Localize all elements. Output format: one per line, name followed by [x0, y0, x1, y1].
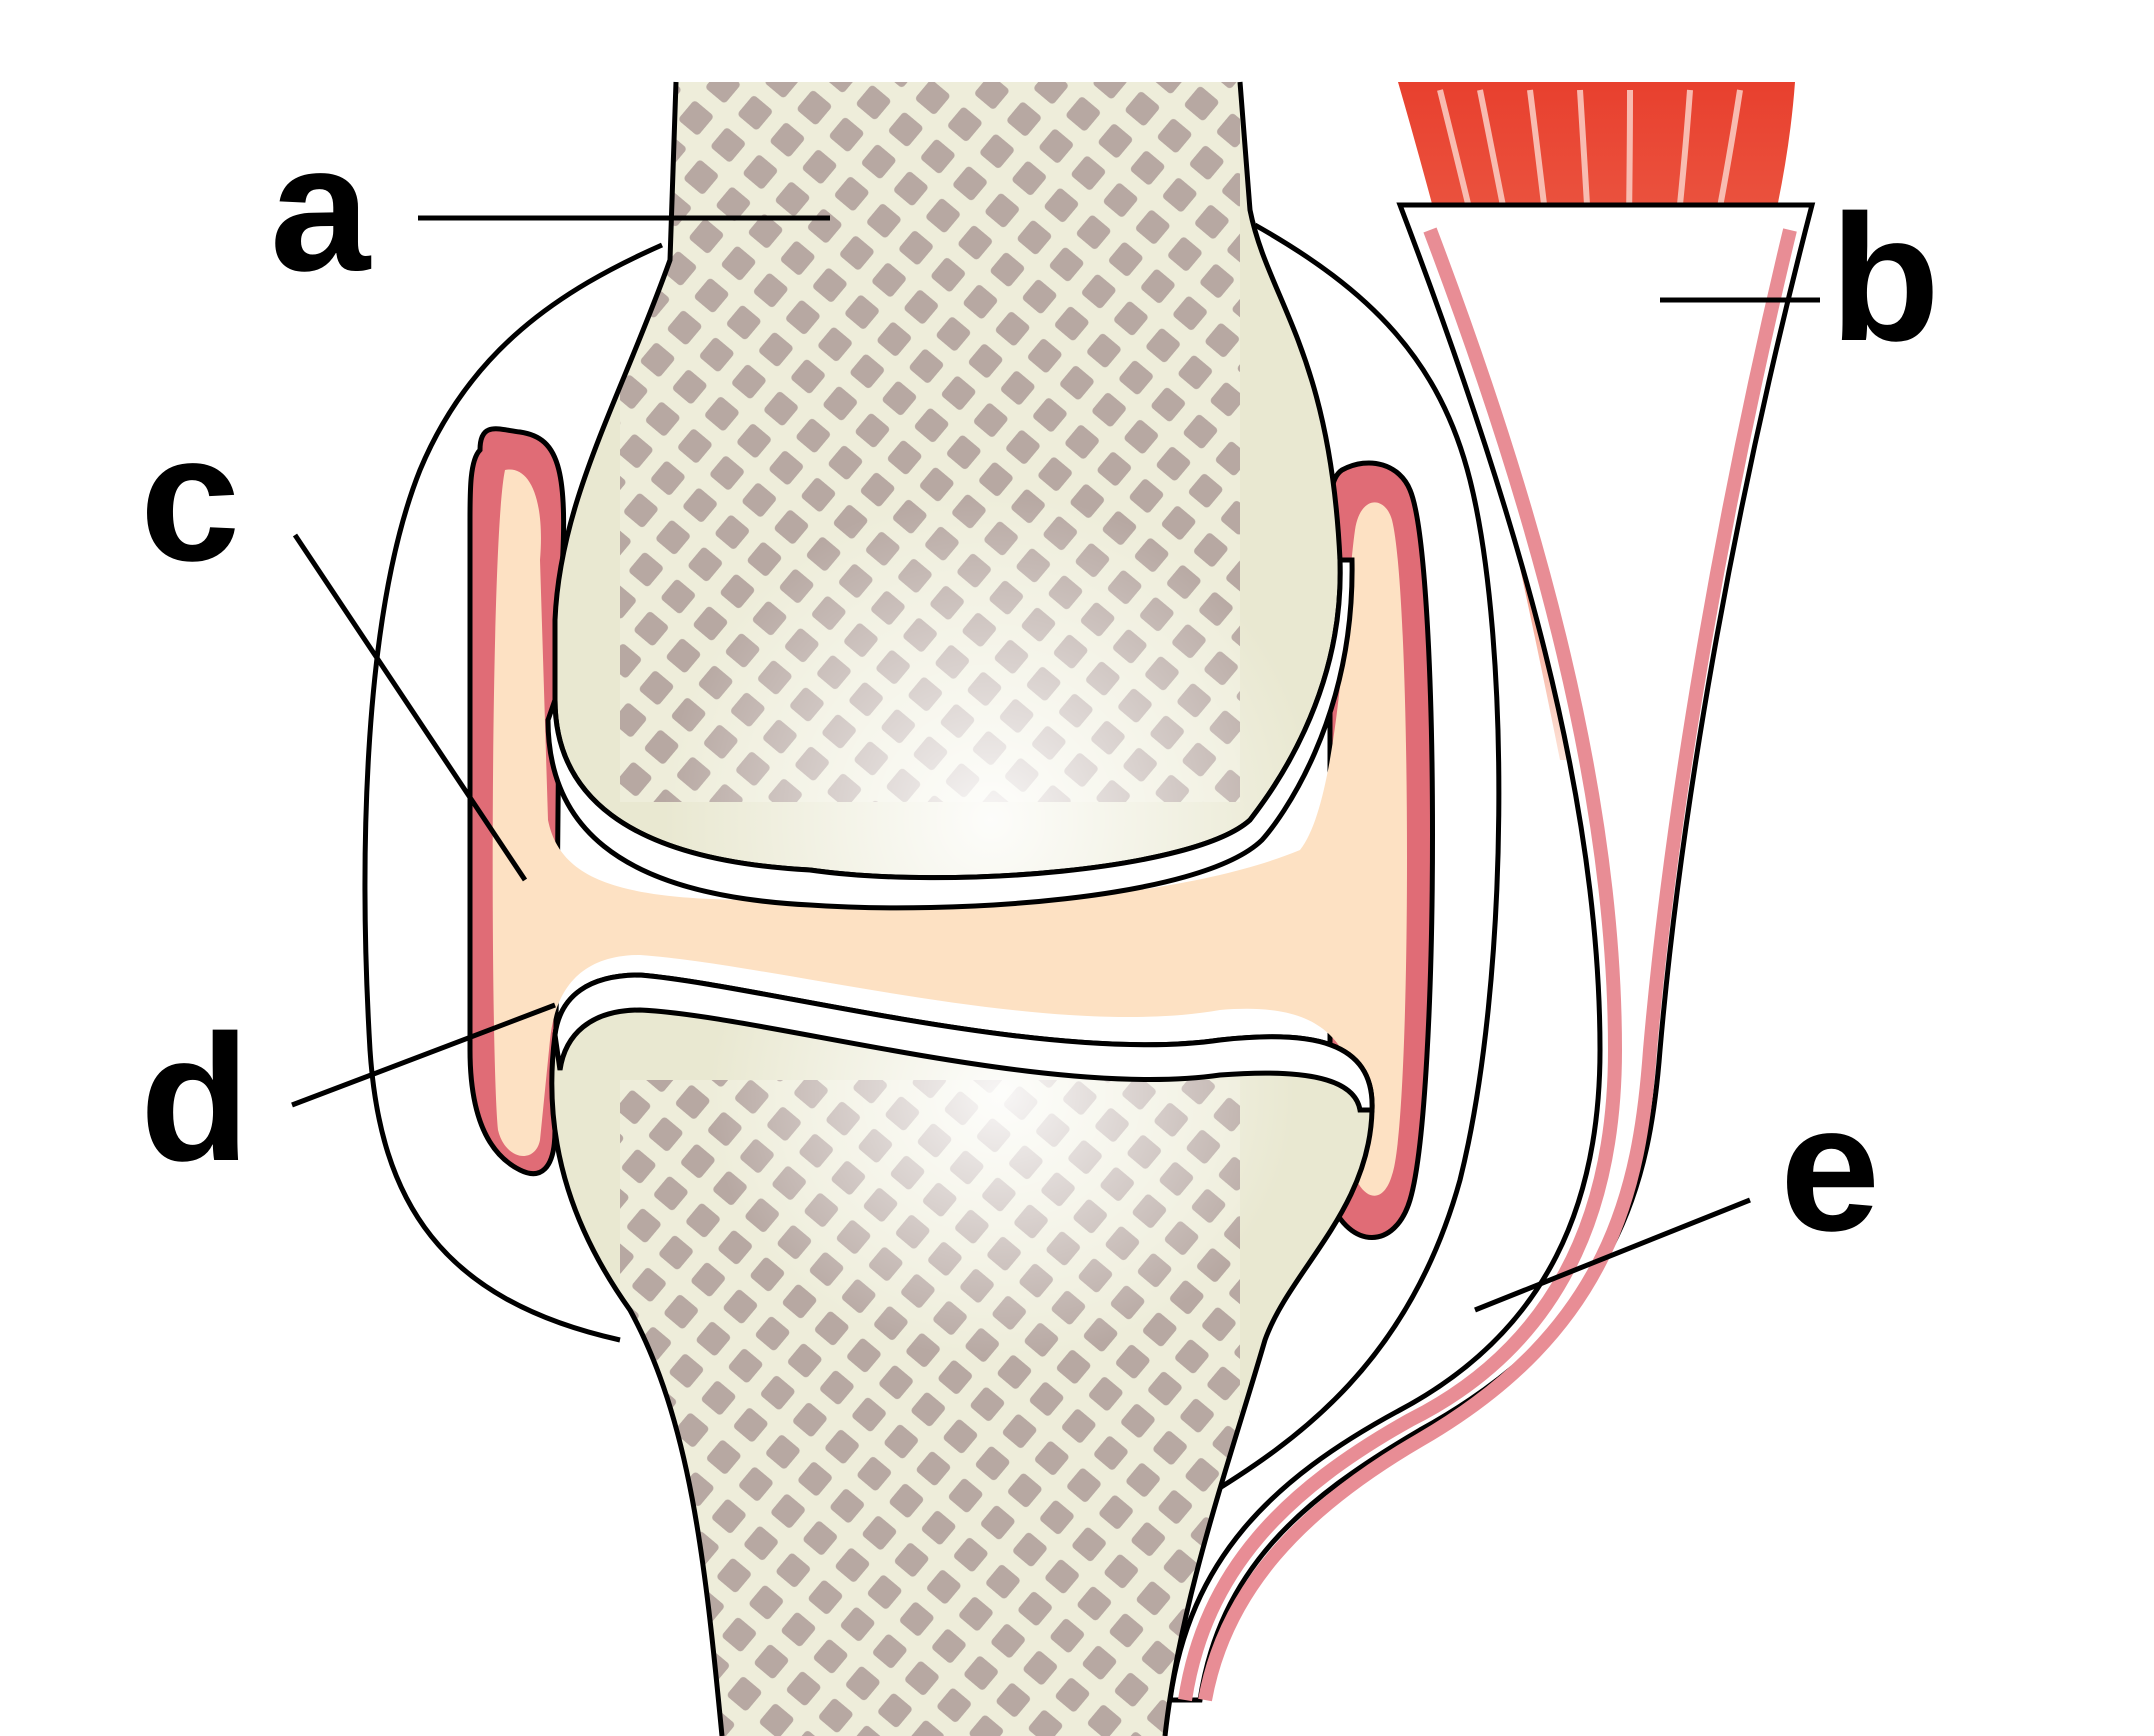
- leader-lines: [291, 215, 1820, 1313]
- label-b: b: [1830, 178, 1940, 379]
- tendon: [1167, 202, 1816, 1703]
- label-d: d: [140, 998, 250, 1199]
- label-a: a: [270, 108, 372, 309]
- label-e: e: [1780, 1068, 1880, 1269]
- label-c: c: [140, 398, 240, 599]
- synovial-cavity: [492, 469, 1407, 1196]
- bone-upper: [545, 81, 1355, 911]
- joint-capsule: [362, 222, 1502, 1503]
